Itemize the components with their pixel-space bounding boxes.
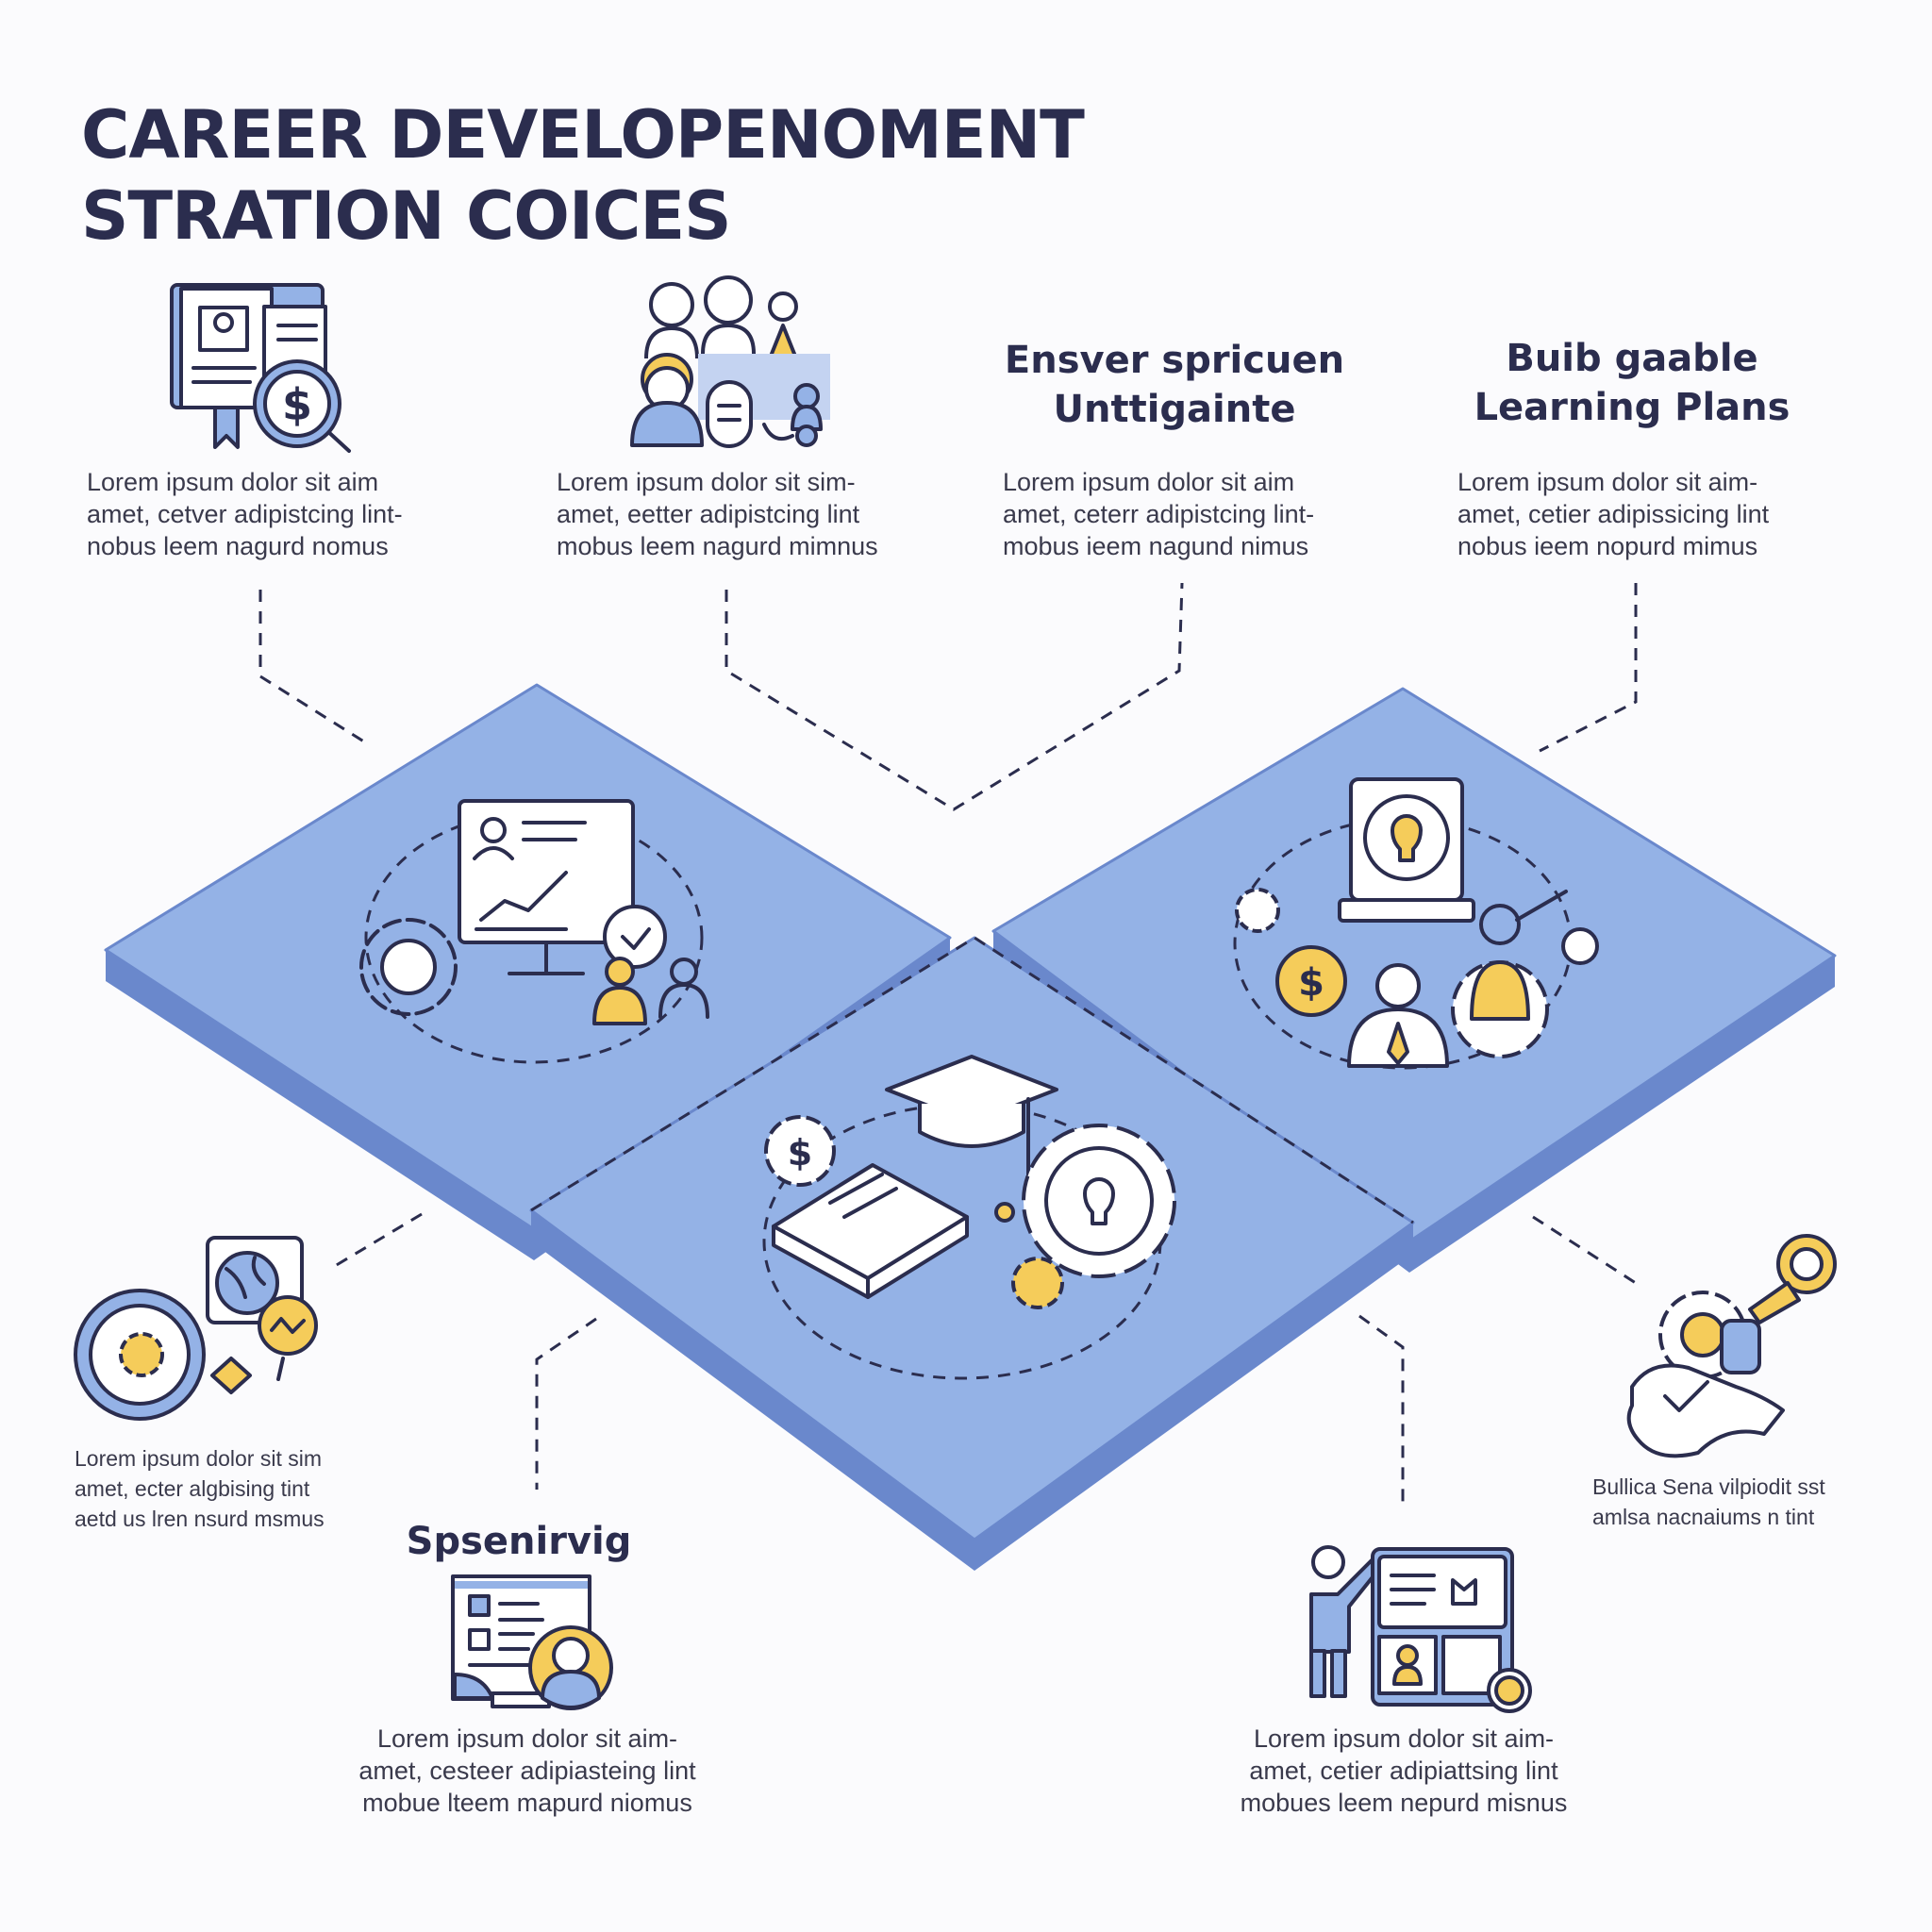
text-line: Lorem ipsum dolor sit aim bbox=[87, 468, 379, 496]
connector-6 bbox=[535, 1317, 597, 1490]
connector-lines bbox=[258, 582, 1640, 1502]
connector-2-3 bbox=[724, 582, 1184, 811]
top-item-2-text: Lorem ipsum dolor sit sim- amet, eetter … bbox=[557, 466, 878, 562]
team-people-icon bbox=[630, 275, 830, 448]
text-line: amet, cetier adipissicing lint bbox=[1457, 500, 1770, 528]
text-line: nobus ieem nopurd mimus bbox=[1457, 532, 1758, 560]
title-line-1: CAREER DEVELOPENOMENT bbox=[81, 96, 1085, 174]
connector-7 bbox=[1358, 1314, 1405, 1502]
heading-line: Buib gaable bbox=[1506, 337, 1758, 380]
top-item-4-text: Lorem ipsum dolor sit aim- amet, cetier … bbox=[1457, 466, 1769, 562]
text-line: mobues leem nepurd misnus bbox=[1240, 1789, 1568, 1817]
analytics-monitor-icon bbox=[359, 799, 709, 1025]
globe-target-icon bbox=[74, 1236, 318, 1421]
bottom-item-4-text: Bullica Sena vilpiodit sst amlsa nacnaiu… bbox=[1592, 1472, 1825, 1532]
svg-text:$: $ bbox=[1298, 961, 1324, 1005]
text-line: mobue lteem mapurd niomus bbox=[362, 1789, 692, 1817]
hand-gear-key-icon bbox=[1626, 1234, 1837, 1458]
bottom-item-2-heading: Spsenirvig bbox=[406, 1520, 632, 1563]
text-line: Bullica Sena vilpiodit sst bbox=[1592, 1474, 1825, 1499]
text-line: mobus leem nagurd mimnus bbox=[557, 532, 878, 560]
idea-business-icon: $ bbox=[1235, 777, 1599, 1068]
connector-4 bbox=[1539, 583, 1638, 753]
profile-document-icon bbox=[451, 1574, 613, 1710]
text-line: nobus leem nagurd nomus bbox=[87, 532, 389, 560]
text-line: mobus ieem nagund nimus bbox=[1003, 532, 1309, 560]
text-line: Lorem ipsum dolor sit aim bbox=[1003, 468, 1295, 496]
text-line: Lorem ipsum dolor sit aim- bbox=[376, 1724, 678, 1753]
svg-text:$: $ bbox=[282, 379, 312, 430]
top-item-4-heading: Buib gaable Learning Plans bbox=[1443, 334, 1821, 432]
text-line: Lorem ipsum dolor sit sim bbox=[75, 1446, 323, 1471]
top-item-3-heading: Ensver spricuen Unttigainte bbox=[981, 336, 1368, 434]
bottom-item-1-text: Lorem ipsum dolor sit sim amet, ecter al… bbox=[75, 1443, 325, 1534]
connector-1 bbox=[258, 590, 371, 747]
bottom-item-2-text: Lorem ipsum dolor sit aim- amet, cesteer… bbox=[291, 1723, 763, 1819]
text-line: aetd us lren nsurd msmus bbox=[75, 1507, 325, 1531]
page-title: CAREER DEVELOPENOMENT STRATION COICES bbox=[81, 94, 1085, 257]
bottom-item-3-text: Lorem ipsum dolor sit aim- amet, cetier … bbox=[1168, 1723, 1640, 1819]
text-line: Lorem ipsum dolor sit sim- bbox=[557, 468, 856, 496]
text-line: amet, ecter algbising tint bbox=[75, 1476, 310, 1501]
text-line: amet, cesteer adipiasteing lint bbox=[358, 1757, 696, 1785]
resume-dollar-magnifier-icon: $ bbox=[170, 283, 351, 453]
text-line: amet, ceterr adipistcing lint- bbox=[1003, 500, 1315, 528]
top-item-1-text: Lorem ipsum dolor sit aim amet, cetver a… bbox=[87, 466, 403, 562]
heading-line: Unttigainte bbox=[1053, 388, 1296, 431]
text-line: Lorem ipsum dolor sit aim- bbox=[1457, 468, 1758, 496]
text-line: amet, eetter adipistcing lint bbox=[557, 500, 860, 528]
text-line: amet, cetver adipistcing lint- bbox=[87, 500, 403, 528]
presenter-board-icon bbox=[1309, 1545, 1532, 1713]
connector-5 bbox=[334, 1212, 423, 1268]
heading-line: Learning Plans bbox=[1474, 386, 1790, 429]
text-line: amet, cetier adipiattsing lint bbox=[1249, 1757, 1558, 1785]
title-line-2: STRATION COICES bbox=[81, 177, 732, 255]
heading-line: Ensver spricuen bbox=[1004, 339, 1345, 382]
top-item-3-text: Lorem ipsum dolor sit aim amet, ceterr a… bbox=[1003, 466, 1314, 562]
text-line: Lorem ipsum dolor sit aim- bbox=[1253, 1724, 1555, 1753]
svg-text:$: $ bbox=[788, 1132, 812, 1174]
connector-8 bbox=[1532, 1215, 1640, 1287]
text-line: amlsa nacnaiums n tint bbox=[1592, 1505, 1815, 1529]
education-icon: $ bbox=[764, 1055, 1176, 1309]
